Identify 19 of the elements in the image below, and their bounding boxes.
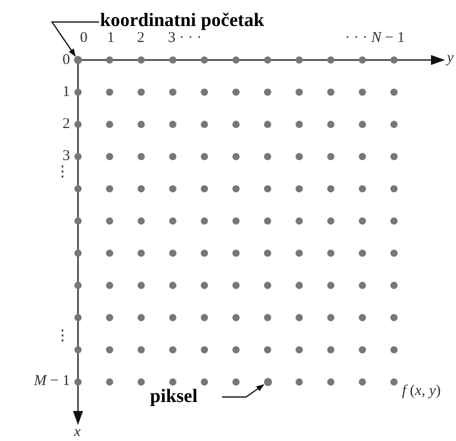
axis-tick-label: 3 · · ·	[168, 30, 202, 46]
axis-tick-label: y	[447, 50, 454, 66]
axis-tick-label: 2	[137, 30, 144, 46]
axis-tick-label: 2	[62, 116, 70, 132]
axis-tick-label: ⋮	[55, 164, 70, 180]
leader-line	[222, 384, 264, 398]
axis-tick-label: M − 1	[34, 373, 70, 389]
axis-tick-label: 1	[107, 30, 114, 46]
callout-label: piksel	[150, 385, 198, 409]
axis-tick-label: x	[74, 424, 81, 440]
axis-tick-label: 3	[62, 148, 70, 164]
axis-tick-label: 0	[62, 52, 70, 68]
axis-tick-label: ⋮	[55, 328, 70, 344]
axis-tick-label: f (x, y)	[402, 383, 441, 399]
callout-label: koordinatni početak	[100, 9, 264, 33]
axis-tick-label: 1	[62, 84, 70, 100]
leader-line	[50, 21, 99, 57]
axis-tick-label: 0	[80, 30, 88, 46]
axis-tick-label: · · · N − 1	[345, 30, 405, 46]
